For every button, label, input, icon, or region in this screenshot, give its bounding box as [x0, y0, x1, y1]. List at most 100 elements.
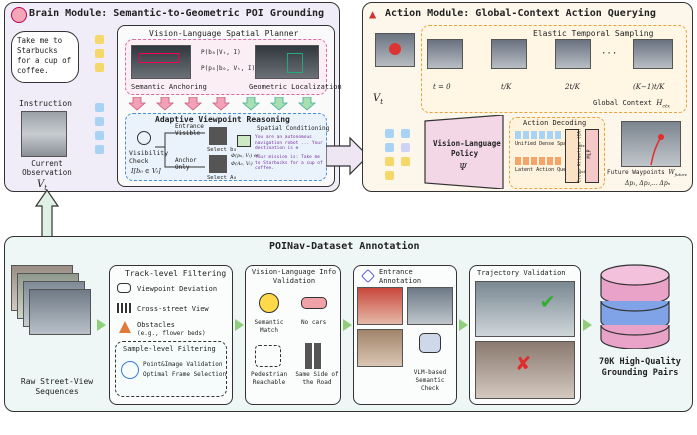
entrance-photo [357, 329, 403, 367]
pedestrian-label: Pedestrian Reachable [250, 371, 288, 386]
hctx-sub: ctx [662, 103, 670, 110]
brain-icon [11, 7, 27, 23]
select-b-photo [209, 127, 227, 145]
select-a-photo [209, 155, 227, 173]
current-observation-label: Current Observation [22, 159, 72, 177]
trajectory-title: Trajectory Validation [477, 269, 566, 277]
spatial-conditioning-label: Spatial Conditioning [257, 125, 330, 132]
decoding-title: Action Decoding [523, 119, 587, 127]
road-icon [305, 343, 321, 369]
anchor-only-label: Anchor Only [175, 157, 197, 171]
action-title: Action Module: Global-Context Action Que… [385, 8, 656, 19]
t2k-label: 2t/K [565, 83, 580, 91]
planner-title: Vision-Language Spatial Planner [149, 29, 299, 38]
entrance-photo [407, 287, 453, 325]
car-icon [301, 297, 327, 309]
dataset-panel: POINav-Dataset Annotation Raw Street-Vie… [4, 236, 693, 412]
prob-b: P(p₀|b₀, Vₜ, I) [201, 65, 256, 72]
semantic-match-label: Semantic Match [254, 319, 284, 334]
frame-tk [491, 39, 527, 69]
tk-label: t/K [501, 83, 512, 91]
dataset-to-brain-arrow [34, 188, 60, 238]
raw-label: Raw Street-View Sequences [20, 377, 94, 396]
unified-text: Unified Dense Space [515, 141, 573, 147]
action-vt-symbol: V [373, 93, 381, 104]
deltas-label: Δp₁, Δp₂,... Δpₙ [625, 180, 671, 187]
speech-text: Take me to Starbucks for a cup of coffee… [17, 36, 72, 75]
context-token [385, 171, 394, 180]
geometric-loc-highlight [287, 53, 303, 73]
phi-2: Φ(A₀, Vₜ) [231, 161, 253, 167]
frame-t0 [427, 39, 463, 69]
frame-t2k [555, 39, 591, 69]
flow-arrow [583, 319, 592, 331]
instruction-label: Instruction [19, 99, 72, 108]
pedestrian-icon [255, 345, 281, 367]
context-token [401, 143, 410, 152]
vl-title: Vision-Language Info Validation [251, 268, 337, 285]
brain-to-action-arrow [326, 136, 369, 176]
vl-box [245, 265, 341, 405]
branch-lines [155, 132, 205, 168]
current-observation-photo [21, 111, 67, 157]
brain-module-panel: Brain Module: Semantic-to-Geometric POI … [4, 2, 342, 192]
flow-arrow [459, 319, 468, 331]
cross-attn-block [565, 129, 579, 183]
play-icon [389, 43, 401, 55]
global-context-label: Global Context Hctx [593, 99, 670, 109]
cross-icon: ✘ [517, 351, 531, 376]
visibility-icon [137, 131, 151, 145]
brain-vt-symbol: V [37, 179, 45, 190]
tk1-label: (K−1)t/K [633, 83, 665, 91]
same-side-label: Same Side of the Road [295, 371, 339, 386]
z-sub: ctx [578, 143, 585, 148]
psi-label: Ψ [459, 163, 467, 173]
global-context-text: Global Context [593, 99, 653, 107]
brain-vt-sub: t [44, 184, 48, 192]
nav-prompt-2: Your mission is: Take me to Starbucks fo… [255, 155, 323, 171]
context-token [385, 129, 394, 138]
no-cars-label: No cars [301, 319, 327, 326]
cross-label: Cross-street View [137, 305, 209, 313]
future-label: Future Waypoints Wfuture [607, 169, 687, 177]
flow-arrow [97, 319, 106, 331]
w-symbol: W [668, 169, 675, 176]
cone-icon [119, 321, 131, 333]
rocket-icon: ▲ [369, 7, 377, 21]
latent-text: Latent Action Query [515, 167, 573, 173]
policy-shape [424, 115, 504, 189]
raw-frame [29, 289, 91, 335]
speech-bubble: Take me to Starbucks for a cup of coffee… [11, 31, 79, 83]
brain-vt-label: Vt [37, 179, 47, 192]
future-photo [621, 121, 681, 167]
phi-1: Φ(p₀, Vₜ) or [231, 153, 260, 159]
entrance-visible-label: Entrance Visible [175, 123, 204, 137]
avr-title: Adaptive Viewpoint Reasoning [155, 115, 290, 124]
future-text: Future Waypoints [607, 169, 665, 176]
sample-icon [121, 361, 139, 379]
hctx-symbol: H [656, 99, 663, 107]
semantic-anchoring-label: Semantic Anchoring [131, 83, 207, 91]
sample-line2: Optimal Frame Selection [143, 371, 227, 378]
cross-attn-label: Cross Attention (CA) [577, 128, 583, 183]
context-token [401, 157, 410, 166]
vlm-check-label: VLM-based Semantic Check [413, 369, 447, 392]
policy-line2: Policy [451, 149, 479, 158]
down-arrows [129, 97, 317, 111]
action-module-panel: ▲ Action Module: Global-Context Action Q… [362, 2, 693, 192]
brain-title: Brain Module: Semantic-to-Geometric POI … [29, 8, 325, 19]
entrance-title: Entrance Annotation [379, 268, 422, 285]
q-sub: act [579, 169, 586, 174]
select-a-label: Select b₀ [207, 147, 237, 153]
trajectory-bad-photo [475, 341, 575, 399]
image-icon [237, 135, 251, 147]
latent-tokens [515, 157, 561, 165]
observation-token [95, 117, 104, 126]
database-icon [600, 264, 670, 349]
t0-label: t = 0 [433, 83, 451, 91]
binoculars-icon [117, 283, 131, 293]
visibility-formula: I[b₀ ∈ Vₜ] [131, 167, 161, 175]
crossing-icon [117, 303, 131, 313]
context-token [385, 157, 394, 166]
trajectory-good-photo [475, 281, 575, 337]
